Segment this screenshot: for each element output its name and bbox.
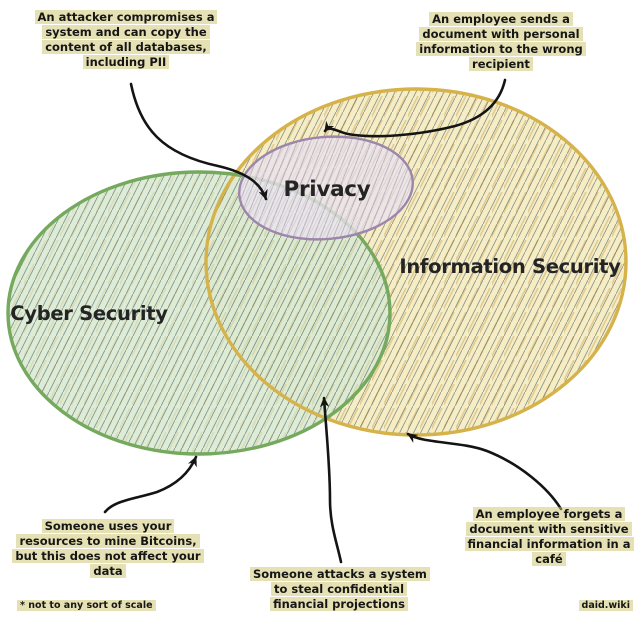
note-wrong-recipient-text: An employee sends a document with person… [416,12,586,71]
annotation-arrows [103,78,563,564]
privacy-ellipse-group [238,135,414,241]
arrow-attacker-to-privacy [129,82,268,201]
note-bitcoin-mining: Someone uses your resources to mine Bitc… [12,519,204,579]
cyber-circle-outline [6,170,392,456]
arrow-cafe-to-infosec [406,432,563,511]
note-attacker-pii: An attacker compromises a system and can… [26,10,226,70]
arrow-bitcoin-to-cyber [103,455,198,514]
note-wrong-recipient: An employee sends a document with person… [403,12,599,72]
cyber-circle-hatch [8,172,390,454]
watermark-text: daid.wiki [578,600,633,611]
watermark: daid.wiki [578,600,633,611]
privacy-ellipse-outline [238,135,414,241]
note-attacker-pii-text: An attacker compromises a system and can… [34,10,218,69]
cyber-security-label: Cyber Security [10,302,168,325]
note-financial-projections: Someone attacks a system to steal confid… [250,567,430,612]
privacy-ellipse-hatch [239,136,413,240]
privacy-label: Privacy [284,177,371,202]
note-forgotten-document-text: An employee forgets a document with sens… [464,507,634,566]
note-forgotten-document: An employee forgets a document with sens… [458,507,640,567]
arrow-recipient-to-privacy [323,78,507,138]
arrow-projections-to-overlap [319,396,343,564]
note-bitcoin-mining-text: Someone uses your resources to mine Bitc… [12,519,204,578]
information-security-label: Information Security [399,255,621,278]
scale-footnote: * not to any sort of scale [17,600,156,611]
scale-footnote-text: * not to any sort of scale [17,600,156,611]
note-financial-projections-text: Someone attacks a system to steal confid… [250,567,430,611]
